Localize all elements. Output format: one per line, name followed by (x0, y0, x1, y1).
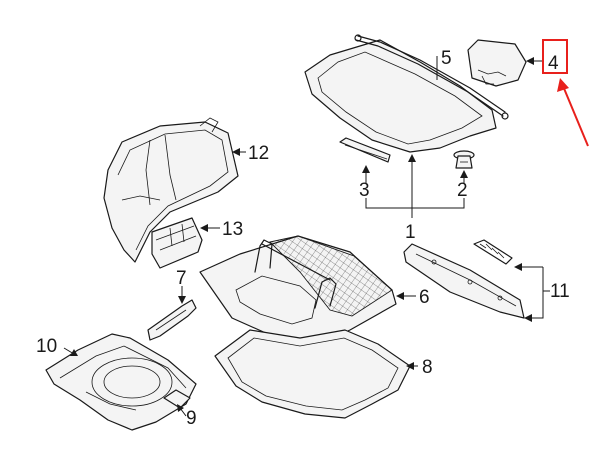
highlight-box (542, 39, 568, 74)
callout-11: 11 (550, 281, 570, 302)
callout-labels: 1 2 3 4 5 6 7 8 9 10 11 12 13 (36, 48, 570, 429)
clip-cap (467, 39, 527, 87)
floor-mat (214, 329, 411, 419)
trim-strip (339, 137, 391, 163)
tonneau-rod (354, 34, 509, 120)
callout-12: 12 (248, 143, 269, 164)
callout-7: 7 (176, 268, 187, 289)
callout-1: 1 (405, 222, 416, 243)
callout-4: 4 (548, 53, 559, 74)
cargo-floor-with-net (199, 235, 397, 345)
handle-strap (147, 299, 197, 341)
callout-2: 2 (457, 180, 468, 201)
storage-bracket (151, 217, 203, 269)
tray-bracket (163, 389, 191, 409)
leader-lines (63, 56, 550, 417)
callout-13: 13 (222, 219, 243, 240)
callout-6: 6 (419, 287, 430, 308)
highlight-arrowhead (557, 78, 569, 92)
side-trim-panel (103, 117, 239, 263)
push-clip (453, 150, 475, 169)
callout-8: 8 (422, 357, 433, 378)
highlight-arrow (562, 85, 589, 147)
callout-10: 10 (36, 336, 57, 357)
callout-9: 9 (186, 408, 197, 429)
package-tray (304, 39, 497, 153)
spare-tire-tray (45, 333, 197, 431)
highlight-marker (542, 39, 589, 147)
callout-3: 3 (359, 180, 370, 201)
callout-5: 5 (441, 48, 452, 69)
gas-strut (473, 239, 513, 265)
